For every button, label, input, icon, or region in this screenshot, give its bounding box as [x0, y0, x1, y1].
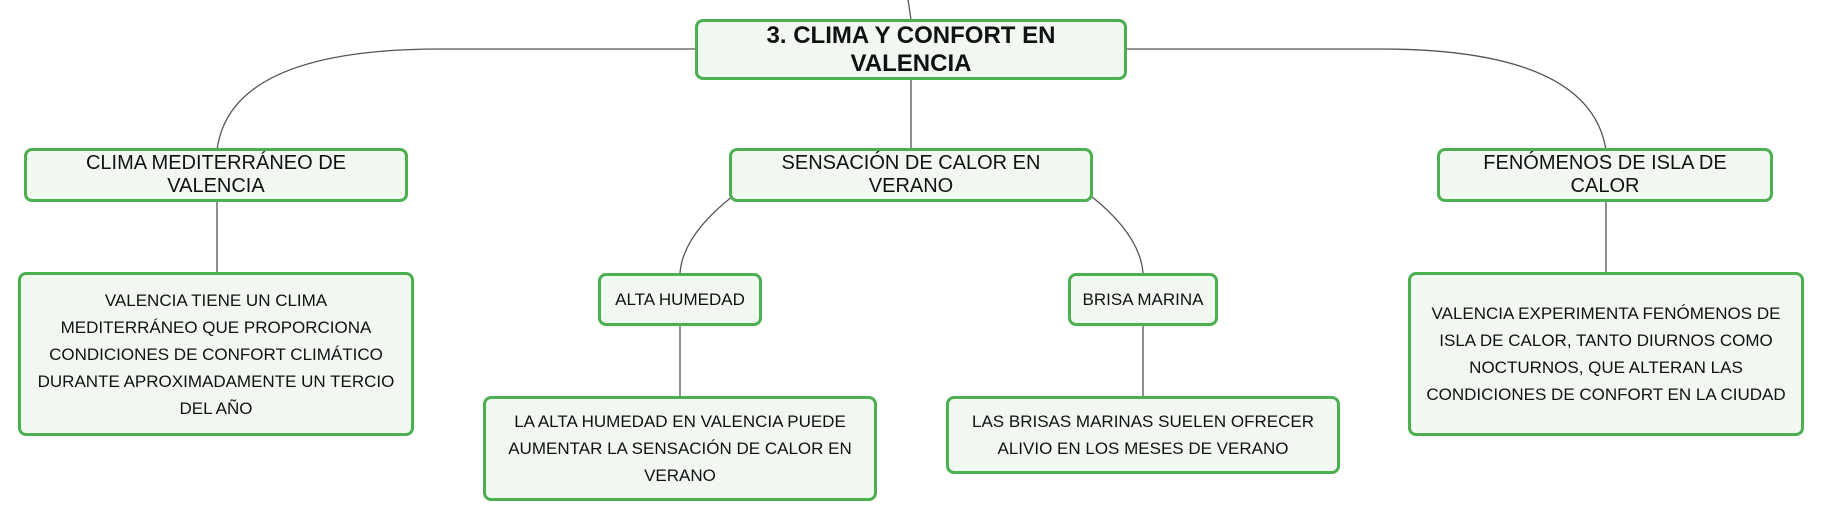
topic-isla-calor[interactable]: FENÓMENOS DE ISLA DE CALOR — [1437, 148, 1773, 202]
subtopic-label: ALTA HUMEDAD — [615, 289, 745, 309]
connector-sensacion-to-brisa — [1090, 195, 1144, 274]
topic-label: CLIMA MEDITERRÁNEO DE VALENCIA — [85, 152, 347, 197]
topic-clima-mediterraneo[interactable]: CLIMA MEDITERRÁNEO DE VALENCIA — [24, 148, 408, 202]
detail-clima-mediterraneo[interactable]: VALENCIA TIENE UN CLIMA MEDITERRÁNEO QUE… — [18, 272, 414, 436]
subtopic-label: BRISA MARINA — [1082, 289, 1204, 309]
connector-root-to-fenomenos — [1127, 48, 1607, 151]
topic-sensacion-calor[interactable]: SENSACIÓN DE CALOR EN VERANO — [729, 148, 1093, 202]
detail-alta-humedad[interactable]: LA ALTA HUMEDAD EN VALENCIA PUEDE AUMENT… — [483, 396, 877, 501]
topic-label: SENSACIÓN DE CALOR EN VERANO — [781, 152, 1041, 197]
detail-text: LA ALTA HUMEDAD EN VALENCIA PUEDE AUMENT… — [508, 412, 852, 485]
connector-sensacion-to-humedad — [679, 195, 734, 274]
subtopic-brisa-marina[interactable]: BRISA MARINA — [1068, 273, 1218, 326]
connector-root-to-clima — [216, 48, 695, 151]
topic-label: FENÓMENOS DE ISLA DE CALOR — [1483, 152, 1727, 197]
detail-brisa-marina[interactable]: LAS BRISAS MARINAS SUELEN OFRECER ALIVIO… — [946, 396, 1340, 474]
subtopic-alta-humedad[interactable]: ALTA HUMEDAD — [598, 273, 762, 326]
detail-text: LAS BRISAS MARINAS SUELEN OFRECER ALIVIO… — [972, 412, 1314, 458]
root-node[interactable]: 3. CLIMA Y CONFORT EN VALENCIA — [695, 19, 1127, 80]
detail-isla-calor[interactable]: VALENCIA EXPERIMENTA FENÓMENOS DE ISLA D… — [1408, 272, 1804, 436]
root-label: 3. CLIMA Y CONFORT EN VALENCIA — [766, 21, 1056, 77]
connector-parent-to-root — [907, 0, 912, 21]
detail-text: VALENCIA TIENE UN CLIMA MEDITERRÁNEO QUE… — [37, 290, 395, 418]
detail-text: VALENCIA EXPERIMENTA FENÓMENOS DE ISLA D… — [1426, 304, 1786, 404]
